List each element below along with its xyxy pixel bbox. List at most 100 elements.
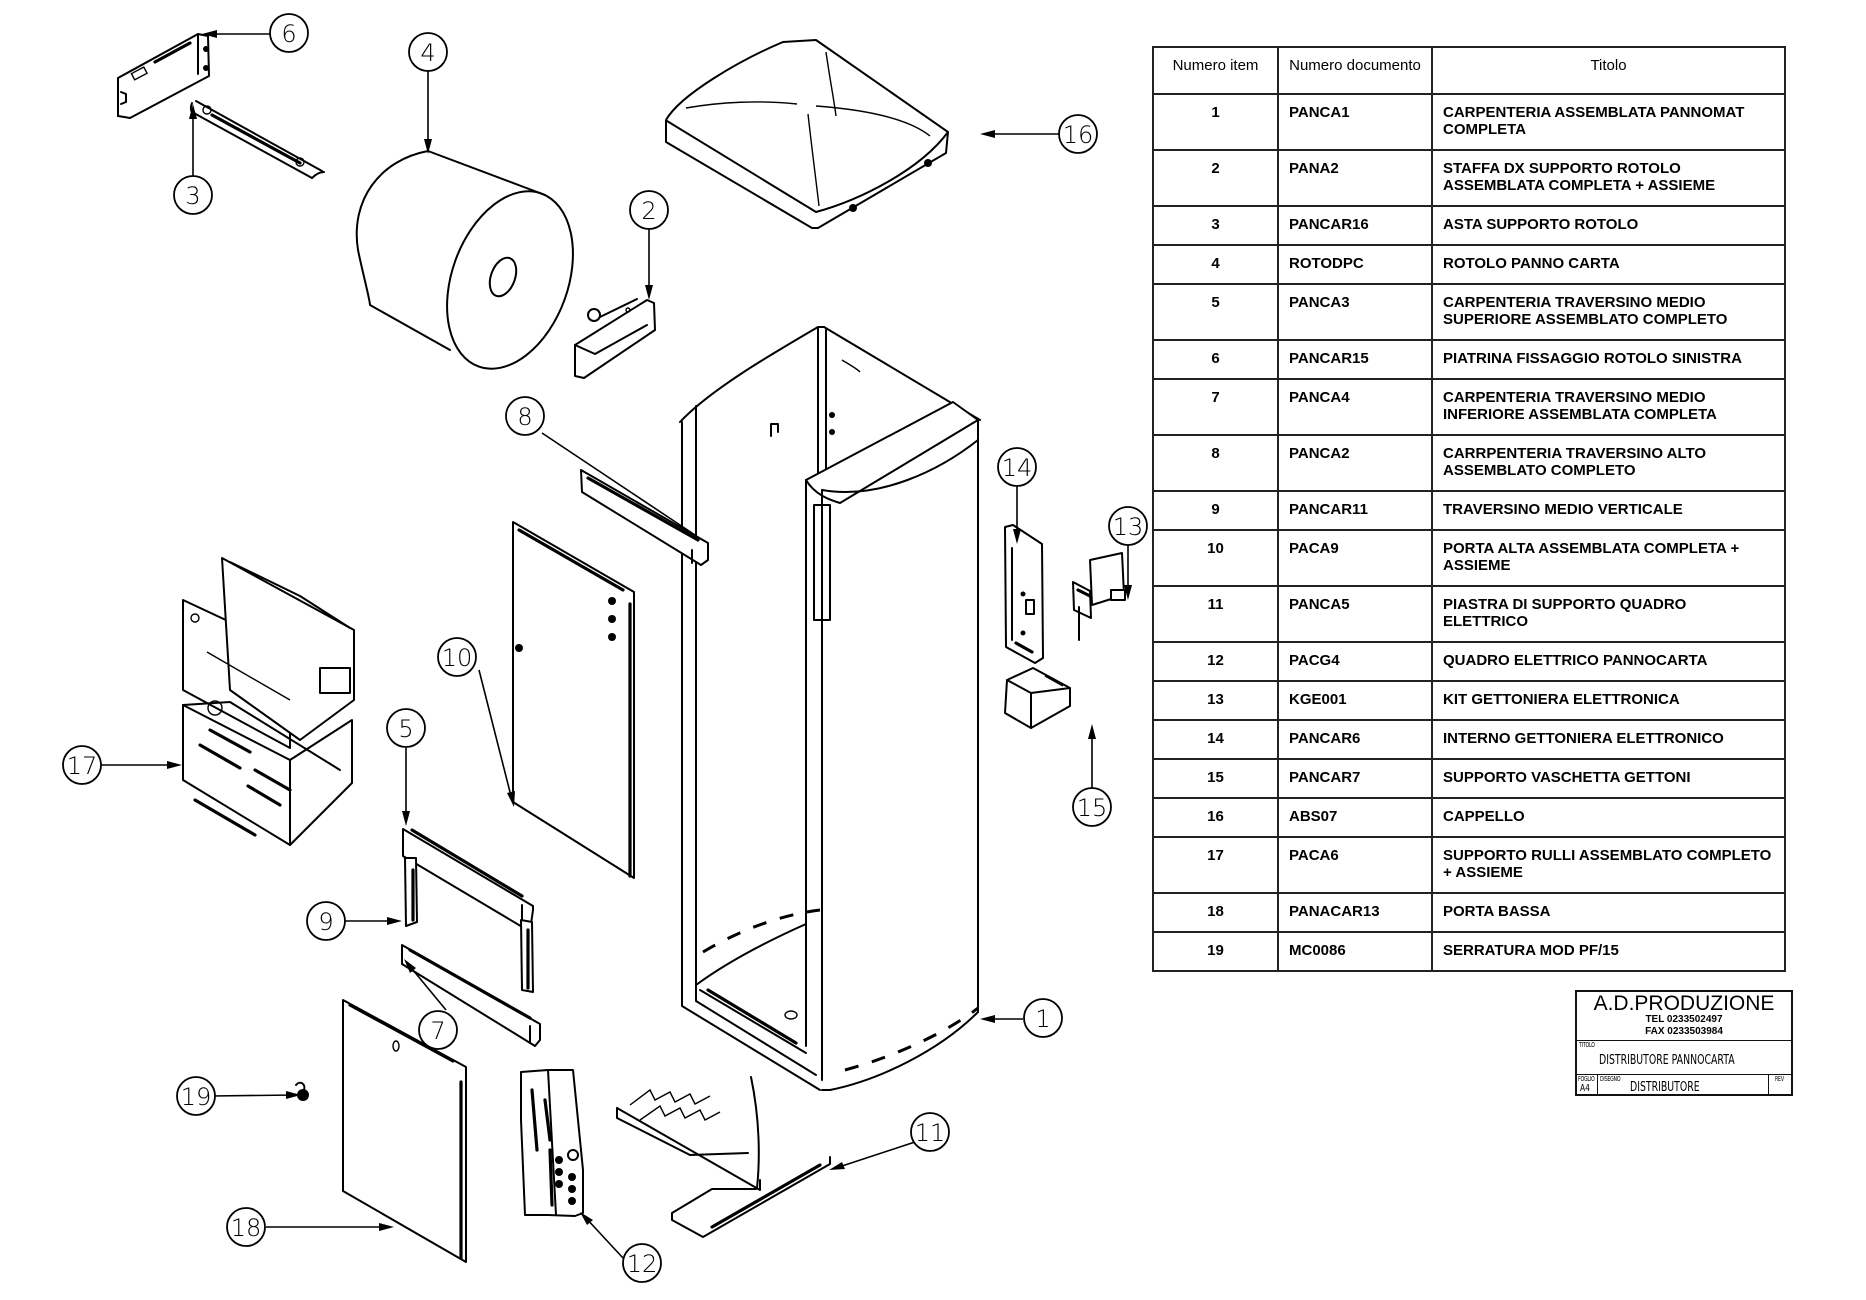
svg-text:11: 11 — [915, 1119, 946, 1147]
svg-text:9: 9 — [318, 908, 333, 936]
rev-label: REV — [1775, 1075, 1784, 1083]
svg-text:19: 19 — [181, 1083, 212, 1111]
svg-text:4: 4 — [420, 39, 435, 67]
row-item-number: 10 — [1152, 529, 1279, 587]
part-11-panel-support-plate — [616, 1076, 831, 1238]
header-title: Titolo — [1431, 46, 1786, 95]
callout-16: 16 — [1058, 114, 1098, 154]
company-fax: FAX 0233503984 — [1645, 1026, 1723, 1037]
row-document-number: ABS07 — [1277, 797, 1433, 838]
row-title: INTERNO GETTONIERA ELETTRONICO — [1431, 719, 1786, 760]
disegno-value: DISTRIBUTORE — [1630, 1080, 1700, 1095]
row-item-number: 4 — [1152, 244, 1279, 285]
part-7-middle-lower-crossbar — [401, 944, 541, 1047]
row-title: PIATRINA FISSAGGIO ROTOLO SINISTRA — [1431, 339, 1786, 380]
row-item-number: 17 — [1152, 836, 1279, 894]
row-title: KIT GETTONIERA ELETTRONICA — [1431, 680, 1786, 721]
row-document-number: PANCAR6 — [1277, 719, 1433, 760]
svg-text:13: 13 — [1113, 513, 1144, 541]
part-8-top-crossbar — [580, 469, 709, 566]
part-13-coin-kit — [1072, 552, 1126, 641]
header-document-number: Numero documento — [1277, 46, 1433, 95]
svg-text:5: 5 — [398, 715, 413, 743]
callout-18: 18 — [226, 1207, 266, 1247]
callout-3: 3 — [173, 175, 213, 215]
callout-10: 10 — [437, 637, 477, 677]
part-2-roll-bracket — [574, 298, 656, 379]
row-document-number: PANCAR11 — [1277, 490, 1433, 531]
row-title: CAPPELLO — [1431, 797, 1786, 838]
part-12-electrical-panel — [520, 1069, 584, 1217]
row-item-number: 3 — [1152, 205, 1279, 246]
part-1-cabinet — [679, 326, 981, 1091]
row-item-number: 5 — [1152, 283, 1279, 341]
row-document-number: KGE001 — [1277, 680, 1433, 721]
row-item-number: 7 — [1152, 378, 1279, 436]
callout-11: 11 — [910, 1112, 950, 1152]
row-document-number: PANCAR16 — [1277, 205, 1433, 246]
part-19-lock — [295, 1081, 309, 1101]
row-document-number: PANCA3 — [1277, 283, 1433, 341]
svg-text:7: 7 — [430, 1017, 445, 1045]
header-item-number: Numero item — [1152, 46, 1279, 95]
callout-13: 13 — [1108, 506, 1148, 546]
row-item-number: 13 — [1152, 680, 1279, 721]
title-block-foglio: FOGLIO A4 — [1577, 1074, 1598, 1096]
callout-14: 14 — [997, 447, 1037, 487]
row-title: CARPENTERIA ASSEMBLATA PANNOMAT COMPLETA — [1431, 93, 1786, 151]
row-document-number: PANACAR13 — [1277, 892, 1433, 933]
callout-15: 15 — [1072, 787, 1112, 827]
callout-17: 17 — [62, 745, 102, 785]
svg-text:15: 15 — [1077, 794, 1108, 822]
row-item-number: 18 — [1152, 892, 1279, 933]
row-title: TRAVERSINO MEDIO VERTICALE — [1431, 490, 1786, 531]
svg-text:8: 8 — [517, 403, 532, 431]
part-14-coin-housing — [1004, 524, 1044, 664]
row-title: SERRATURA MOD PF/15 — [1431, 931, 1786, 972]
row-item-number: 8 — [1152, 434, 1279, 492]
part-16-cap — [665, 39, 949, 229]
svg-text:18: 18 — [231, 1214, 262, 1242]
part-17-roller-support — [182, 557, 355, 846]
row-document-number: PANCAR7 — [1277, 758, 1433, 799]
company-name: A.D.PRODUZIONE — [1593, 992, 1775, 1015]
svg-text:6: 6 — [281, 20, 296, 48]
svg-text:2: 2 — [641, 197, 656, 225]
part-6-fixing-plate — [117, 33, 210, 119]
row-item-number: 12 — [1152, 641, 1279, 682]
row-title: ASTA SUPPORTO ROTOLO — [1431, 205, 1786, 246]
row-document-number: MC0086 — [1277, 931, 1433, 972]
row-title: CARPENTERIA TRAVERSINO MEDIO INFERIORE A… — [1431, 378, 1786, 436]
callout-19: 19 — [176, 1076, 216, 1116]
part-15-coin-tray-support — [1004, 667, 1071, 729]
titolo-value: DISTRIBUTORE PANNOCARTA — [1599, 1053, 1735, 1068]
part-5-middle-upper-crossbar — [402, 828, 534, 929]
part-3-roll-rod — [189, 100, 325, 179]
row-item-number: 16 — [1152, 797, 1279, 838]
row-title: PORTA ALTA ASSEMBLATA COMPLETA + ASSIEME — [1431, 529, 1786, 587]
callout-1: 1 — [1023, 998, 1063, 1038]
svg-text:16: 16 — [1063, 121, 1094, 149]
row-title: QUADRO ELETTRICO PANNOCARTA — [1431, 641, 1786, 682]
svg-text:10: 10 — [442, 644, 473, 672]
foglio-value: A4 — [1580, 1083, 1590, 1094]
title-block-company: A.D.PRODUZIONE TEL 0233502497 FAX 023350… — [1577, 992, 1791, 1041]
title-block-disegno: DISEGNO DISTRIBUTORE — [1598, 1074, 1769, 1096]
svg-text:14: 14 — [1002, 454, 1033, 482]
row-document-number: PACA6 — [1277, 836, 1433, 894]
